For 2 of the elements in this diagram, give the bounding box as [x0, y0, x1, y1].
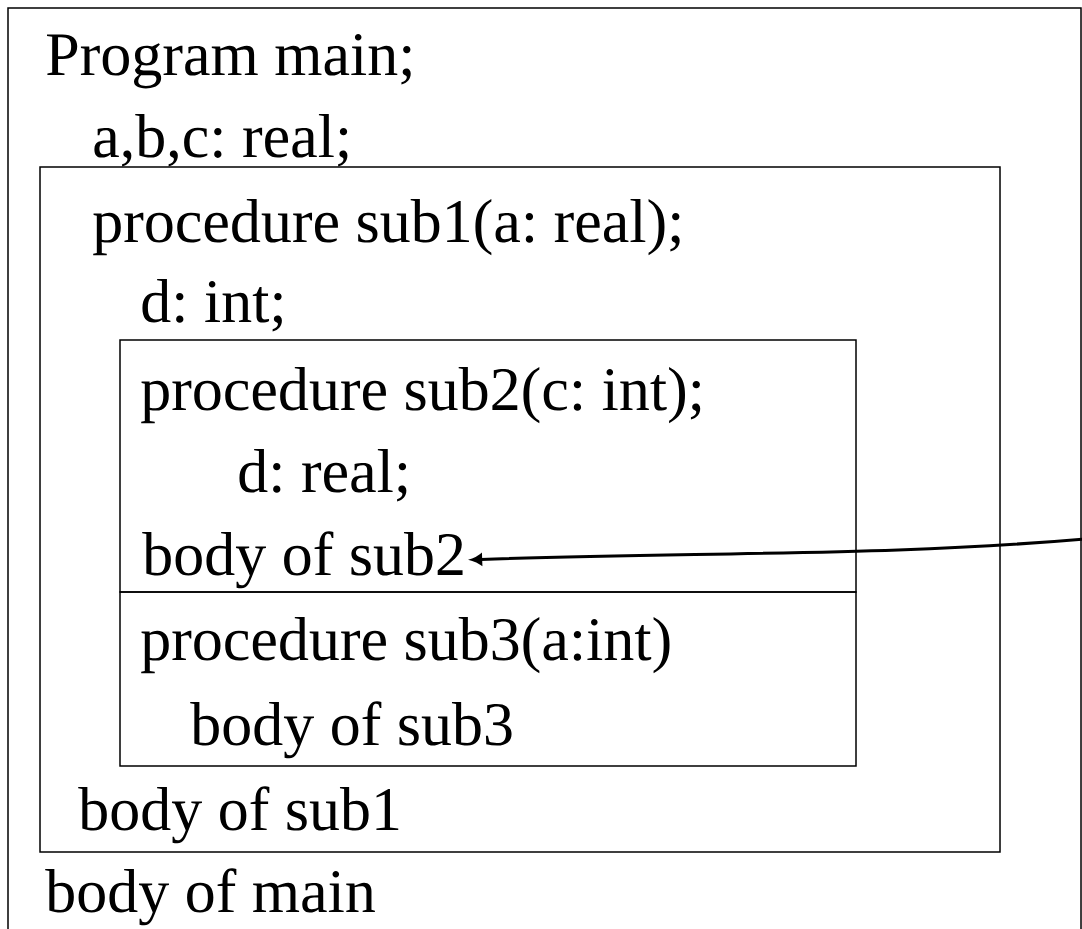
arrow: [471, 536, 1082, 565]
code-text: body of sub2: [142, 531, 463, 589]
